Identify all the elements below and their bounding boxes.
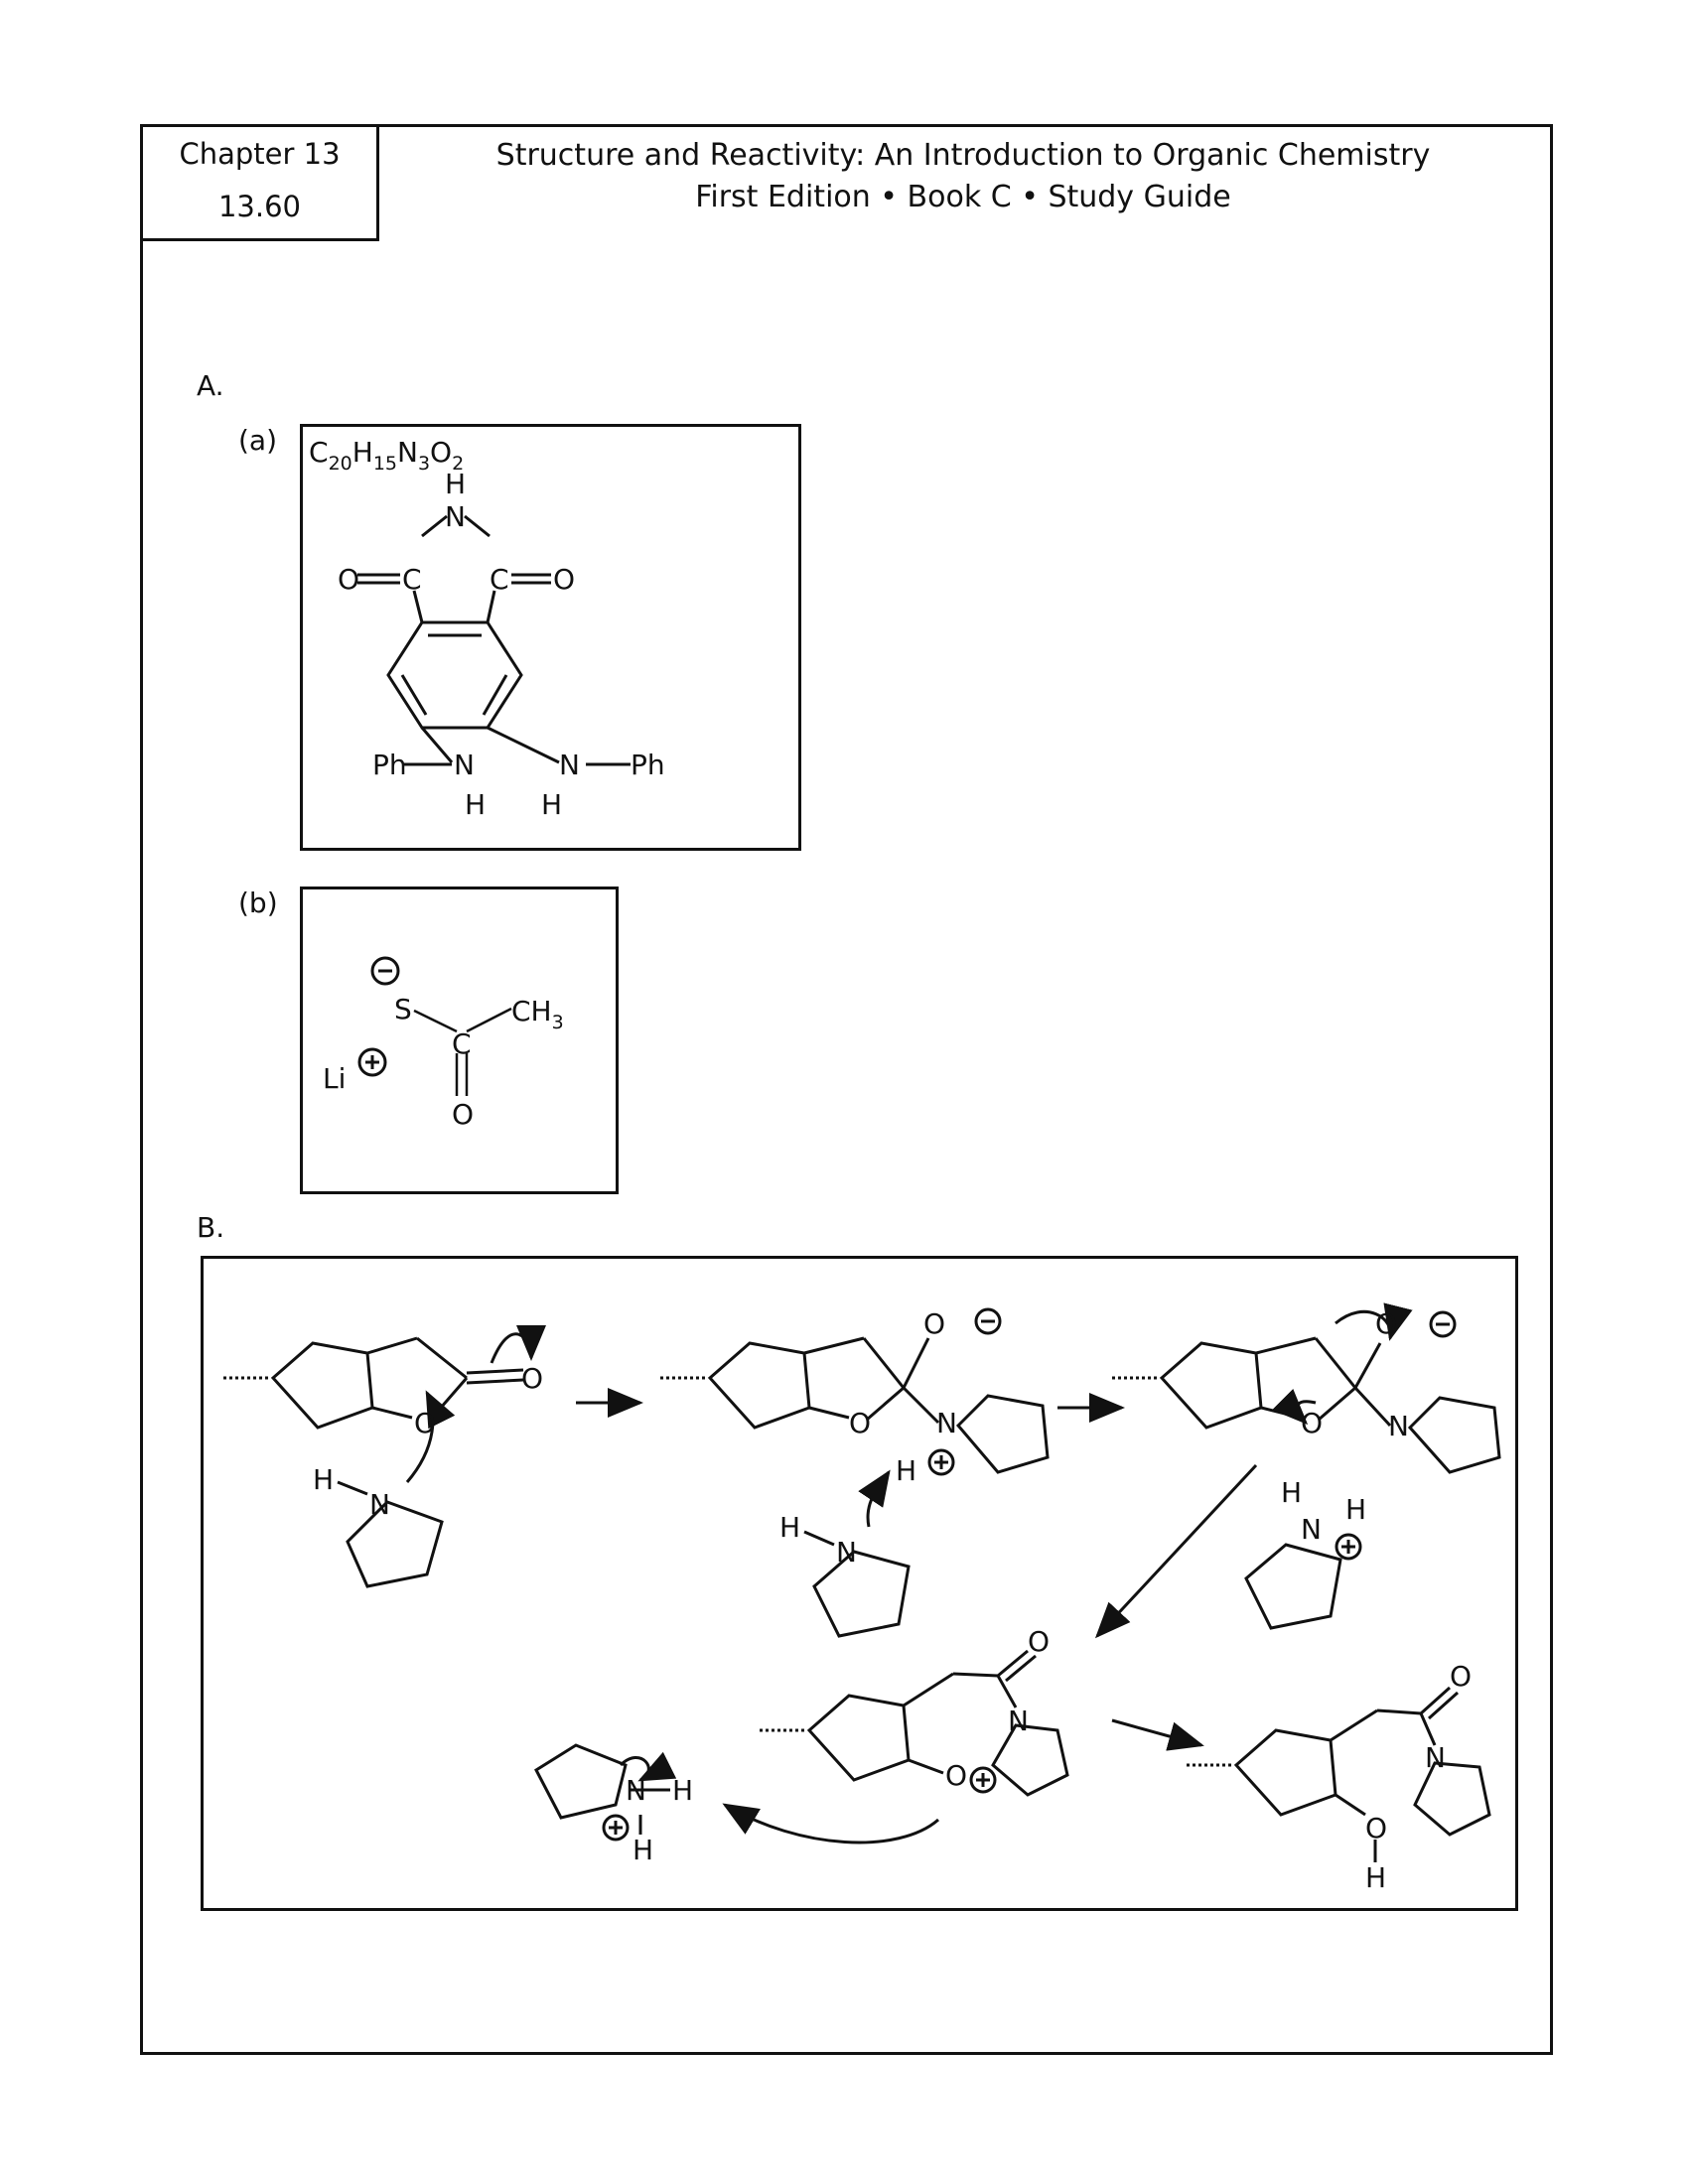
methyl-label: CH3 bbox=[511, 995, 564, 1033]
lactone-aminolysis-mechanism: O O H N O O N H H N O O N H H N O N O N … bbox=[223, 1302, 1501, 1894]
mechanism-box: O O H N O O N H H N O O N H H N O N O N … bbox=[201, 1256, 1518, 1911]
ring-o-3: O bbox=[1301, 1407, 1323, 1439]
section-b-label: B. bbox=[197, 1211, 225, 1244]
thiolate-charge-minus bbox=[370, 956, 400, 986]
charge-plus-1 bbox=[927, 1448, 955, 1476]
sulfur-label: S bbox=[394, 993, 412, 1025]
hydroxy-amide-product bbox=[1187, 1686, 1491, 1862]
molecular-formula: C20H15N3O2 bbox=[309, 436, 464, 475]
ammonium-h-2: H bbox=[896, 1454, 916, 1487]
pyrrolidine-base-1 bbox=[803, 1530, 911, 1638]
curved-arrow-1 bbox=[490, 1324, 546, 1364]
pyrrolidinium-h-top: H bbox=[1281, 1476, 1302, 1509]
phthalimide-bonds bbox=[357, 514, 631, 766]
pyrrolidinium-n-2: N bbox=[626, 1774, 646, 1807]
mechanism-atom-labels: O O H N O O N H H N O O N H H N O N O N … bbox=[313, 1307, 1472, 1894]
thioacetate-bonds bbox=[413, 1007, 512, 1096]
carbonyl-o-label: O bbox=[452, 1098, 474, 1131]
phenyl-right-label: Ph bbox=[631, 749, 665, 781]
pyrrolidinium-h-2b: H bbox=[633, 1834, 653, 1866]
lithium-charge-plus bbox=[357, 1047, 387, 1077]
book-title-line2: First Edition • Book C • Study Guide bbox=[695, 180, 1231, 214]
amine-n-left: N bbox=[454, 749, 475, 781]
curved-arrow-7 bbox=[619, 1751, 677, 1782]
tetrahedral-intermediate-1 bbox=[660, 1336, 1050, 1474]
amine-h-right: H bbox=[541, 788, 562, 821]
book-title-line1: Structure and Reactivity: An Introductio… bbox=[495, 138, 1431, 173]
carbonyl-c-left: C bbox=[402, 563, 422, 596]
pyrrolidine-n-1: N bbox=[369, 1488, 390, 1521]
alkoxide-o-1: O bbox=[923, 1307, 945, 1340]
curved-arrow-3 bbox=[858, 1469, 891, 1528]
page-frame bbox=[140, 124, 1553, 2055]
pyrrolidinium-h-right: H bbox=[1345, 1493, 1366, 1526]
amine-n-3: N bbox=[1388, 1410, 1409, 1442]
charge-minus-2 bbox=[1429, 1310, 1457, 1338]
pyrrolidinium-1 bbox=[1244, 1543, 1342, 1630]
problem-number: 13.60 bbox=[217, 190, 302, 223]
ring-opened-alkoxide bbox=[760, 1649, 1069, 1797]
charge-plus-4 bbox=[602, 1814, 630, 1842]
alkoxide-o-3: O bbox=[1375, 1307, 1397, 1340]
carbonyl-c-right: C bbox=[490, 563, 509, 596]
lithium-thioacetate-structure: S C CH3 O Li bbox=[323, 956, 564, 1131]
pyrrolidine-h-2: H bbox=[779, 1511, 800, 1544]
amide-n-5: N bbox=[1425, 1741, 1446, 1774]
carbonyl-c-label: C bbox=[452, 1027, 472, 1060]
reaction-arrow-4 bbox=[1111, 1718, 1204, 1751]
ammonium-n-2: N bbox=[936, 1407, 957, 1439]
part-b-label: (b) bbox=[238, 887, 278, 919]
chapter-label: Chapter 13 bbox=[179, 137, 341, 171]
pyrrolidinium-2 bbox=[534, 1743, 670, 1835]
pyrrolidine-h-1: H bbox=[313, 1463, 334, 1496]
charge-symbols bbox=[602, 1307, 1457, 1842]
pyrrolidinium-h-2a: H bbox=[672, 1774, 693, 1807]
amide-o-4: O bbox=[1028, 1625, 1050, 1658]
curved-arrow-5 bbox=[1272, 1389, 1317, 1426]
book-title: Structure and Reactivity: An Introductio… bbox=[377, 135, 1549, 218]
hydroxyl-o-5: O bbox=[1365, 1812, 1387, 1844]
imide-n-label: N bbox=[445, 500, 466, 533]
pyrrolidine-nucleophile bbox=[337, 1480, 444, 1588]
chapter-box: Chapter 13 13.60 bbox=[140, 124, 379, 241]
amide-n-4: N bbox=[1008, 1705, 1029, 1737]
bicyclic-lactone bbox=[223, 1336, 524, 1430]
hydroxyl-h-5: H bbox=[1365, 1861, 1386, 1894]
charge-plus-2 bbox=[1335, 1533, 1362, 1561]
amide-o-5: O bbox=[1450, 1660, 1472, 1693]
alkoxide-o-4: O bbox=[945, 1759, 967, 1792]
pyrrolidinium-n-1: N bbox=[1301, 1513, 1322, 1546]
lactone-ring-o: O bbox=[414, 1407, 436, 1439]
pyrrolidine-n-2: N bbox=[836, 1536, 857, 1569]
curved-arrow-6 bbox=[722, 1803, 939, 1844]
ring-o-2: O bbox=[849, 1407, 871, 1439]
curved-arrow-2 bbox=[405, 1390, 456, 1483]
carbonyl-o-left: O bbox=[338, 563, 359, 596]
imide-h-label: H bbox=[445, 468, 466, 500]
section-a-label: A. bbox=[197, 369, 224, 402]
phenyl-left-label: Ph bbox=[372, 749, 407, 781]
charge-plus-3 bbox=[969, 1766, 997, 1794]
diphenylamino-phthalimide-structure: C20H15N3O2 H N O C C O Ph N N Ph H H bbox=[309, 436, 665, 821]
structure-box-b: S C CH3 O Li bbox=[300, 887, 619, 1194]
amine-h-left: H bbox=[465, 788, 486, 821]
amine-n-right: N bbox=[559, 749, 580, 781]
reaction-arrow-3 bbox=[1094, 1463, 1258, 1639]
structure-box-a: C20H15N3O2 H N O C C O Ph N N Ph H H bbox=[300, 424, 801, 851]
lactone-carbonyl-o: O bbox=[521, 1362, 543, 1395]
lithium-label: Li bbox=[323, 1062, 346, 1095]
tetrahedral-intermediate-2 bbox=[1112, 1336, 1501, 1474]
carbonyl-o-right: O bbox=[553, 563, 575, 596]
part-a-label: (a) bbox=[238, 424, 278, 457]
curved-arrow-4 bbox=[1335, 1302, 1413, 1341]
charge-minus-1 bbox=[974, 1307, 1002, 1335]
